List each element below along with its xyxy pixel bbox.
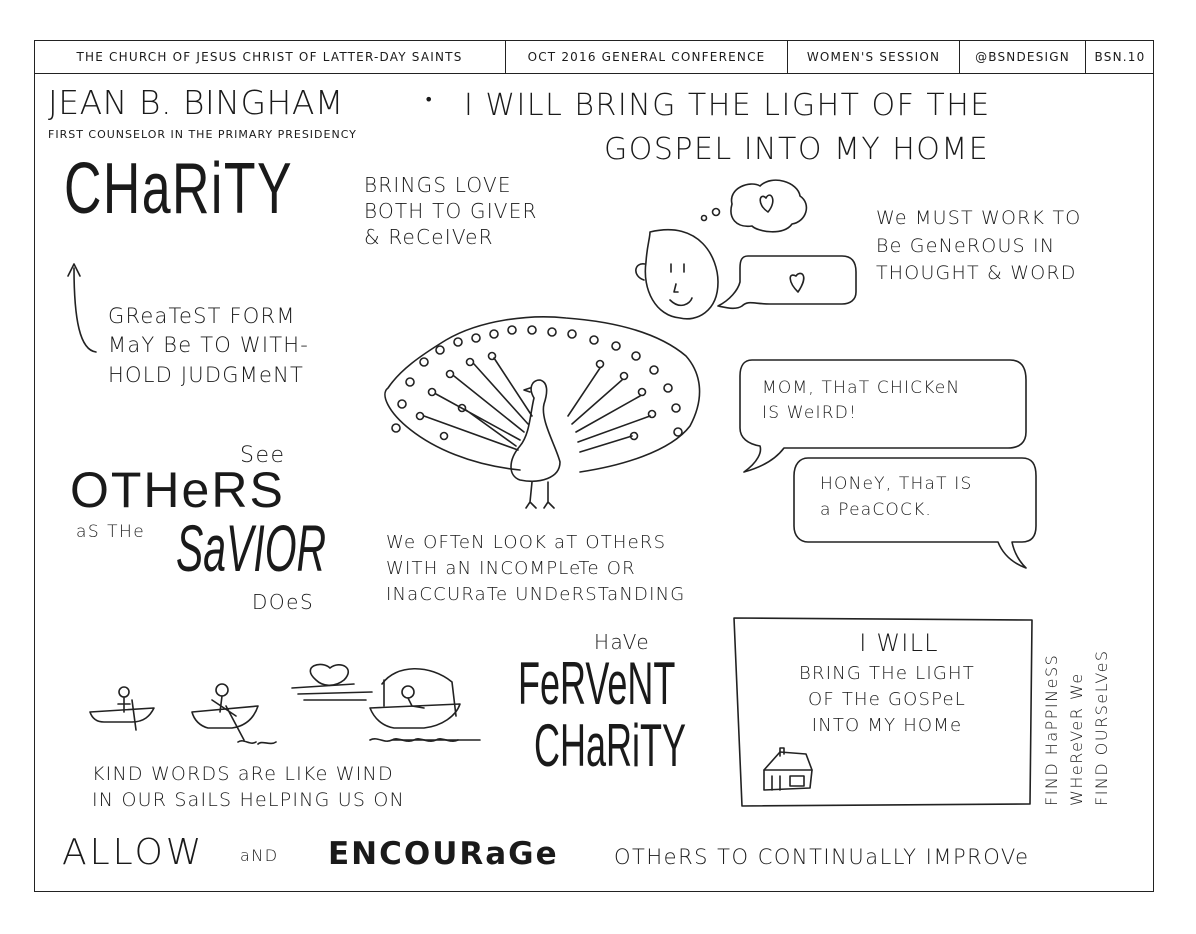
- honey-bubble-line: HONeY, THaT IS: [820, 474, 973, 494]
- page-frame: [34, 40, 1154, 892]
- fervent-heading: FeRVeNT: [518, 650, 676, 717]
- others-heading: OTHeRS: [70, 462, 285, 518]
- light-box-frame: [733, 617, 1033, 807]
- house-icon: [763, 747, 813, 791]
- greatest-form-note: GReaTeST FORM MaY Be TO WITH- HOLD JUDGM…: [108, 302, 309, 390]
- light-box-text: I WILL BRING THe LIGHT OF THe GOSPeL INT…: [742, 626, 1032, 739]
- header-code: BSN.10: [1094, 49, 1146, 64]
- talk-title-line1: I WILL BRING THE LIGHT OF THE: [464, 88, 991, 123]
- light-box-line: I WILL: [859, 629, 939, 657]
- honey-speech-bubble: [793, 457, 1037, 569]
- header-session: WOMEN'S SESSION: [788, 40, 960, 73]
- header-conference: OCT 2016 GENERAL CONFERENCE: [506, 40, 788, 73]
- savior-heading: SaVIOR: [176, 511, 327, 585]
- honey-bubble-text: HONeY, THaT IS a PeaCOCK.: [820, 472, 973, 523]
- header-handle: @BSNDESIGN: [960, 40, 1086, 73]
- speech-bubble-heart-icon: [717, 255, 857, 310]
- charity-note: BRINGS LOVE BOTH TO GIVER & ReCeIVeR: [364, 172, 538, 250]
- speaker-role: FIRST COUNSELOR IN THE PRIMARY PRESIDENC…: [48, 128, 357, 141]
- talk-title-line2: GOSPEL INTO MY HOME: [604, 132, 990, 167]
- light-box-line: OF THe GOSPeL: [807, 688, 967, 710]
- mom-bubble-line: MOM, THaT CHICKeN: [762, 378, 961, 398]
- greatest-form-line: GReaTeST FORM: [108, 304, 296, 328]
- incomplete-line: WITH aN INCOMPLeTe OR: [386, 558, 636, 580]
- charity-note-line: BRINGS LOVE: [364, 173, 512, 197]
- incomplete-line: INaCCURaTe UNDeRSTaNDING: [386, 584, 686, 606]
- kind-words-note: KIND WORDS aRe LIKe WIND IN OUR SaILS He…: [92, 762, 405, 813]
- greatest-form-line: HOLD JUDGMeNT: [108, 362, 305, 387]
- greatest-form-line: MaY Be TO WITH-: [108, 333, 310, 358]
- allow-word: ALLOW: [62, 832, 205, 873]
- generous-note: We MUST WORK TO Be GeNeROUS IN THOUGHT &…: [876, 205, 1081, 288]
- arrow-up-icon: [67, 263, 97, 353]
- incomplete-line: We OFTeN LOOK aT OTHeRS: [386, 532, 667, 553]
- honey-bubble-line: a PeaCOCK.: [820, 499, 933, 520]
- mom-bubble-line: IS WeIRD!: [762, 402, 858, 423]
- mom-speech-bubble: [739, 359, 1027, 473]
- title-separator: •: [424, 90, 434, 109]
- encourage-word: ENCOURaGe: [328, 836, 559, 872]
- generous-line: THOUGHT & WORD: [876, 262, 1077, 285]
- charity-note-line: BOTH TO GIVER: [364, 199, 538, 223]
- light-box-line: BRING THe LIGHT: [799, 662, 975, 684]
- header-church: THE CHURCH OF JESUS CHRIST OF LATTER-DAY…: [34, 40, 506, 73]
- peacock-icon: [384, 316, 701, 509]
- mom-bubble-text: MOM, THaT CHICKeN IS WeIRD!: [762, 376, 960, 425]
- rowboat-icon: [191, 683, 277, 745]
- have-word: HaVe: [594, 630, 651, 654]
- thinking-face-icon: [635, 179, 808, 320]
- and-word: aND: [240, 846, 279, 865]
- see-word: See: [240, 443, 286, 468]
- charity-note-line: & ReCeIVeR: [364, 225, 494, 249]
- header-bar: THE CHURCH OF JESUS CHRIST OF LATTER-DAY…: [34, 40, 1154, 74]
- generous-line: We MUST WORK TO: [876, 207, 1082, 229]
- rowboat-icon: [89, 686, 155, 731]
- light-box-line: INTO MY HOMe: [811, 714, 963, 736]
- kind-words-line: KIND WORDS aRe LIKe WIND: [92, 763, 394, 785]
- sailboat-icon: [369, 667, 481, 742]
- wind-icon: [291, 663, 373, 701]
- kind-words-line: IN OUR SaILS HeLPING US ON: [92, 788, 405, 811]
- fervent-charity-heading: CHaRiTY: [534, 712, 687, 779]
- footer-rest: OTHeRS TO CONTINUaLLY IMPROVe: [614, 845, 1030, 869]
- generous-line: Be GeNeROUS IN: [876, 234, 1056, 257]
- speaker-name: JEAN B. BINGHAM: [48, 83, 344, 122]
- charity-heading: CHaRiTY: [64, 149, 293, 229]
- does-word: DOeS: [252, 590, 315, 614]
- incomplete-note: We OFTeN LOOK aT OTHeRS WITH aN INCOMPLe…: [386, 530, 685, 608]
- as-the-words: aS THe: [76, 522, 146, 542]
